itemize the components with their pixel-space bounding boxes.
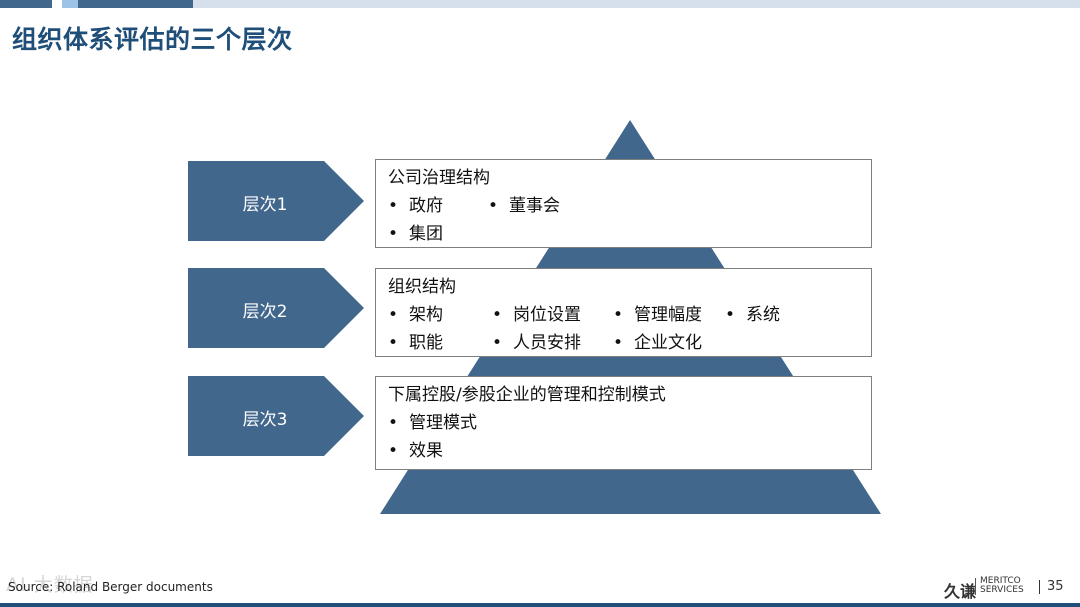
level-1-arrow — [188, 161, 364, 241]
logo-cn: 久谦 — [944, 582, 977, 601]
level-2-item: •人员安排 — [492, 333, 581, 353]
logo-en: MERITCO SERVICES — [980, 576, 1024, 595]
level-3-arrow — [188, 376, 364, 456]
level-2-heading: 组织结构 — [388, 277, 456, 297]
level-3-box: 下属控股/参股企业的管理和控制模式 •管理模式 •效果 — [375, 376, 872, 470]
level-3-row-2: •效果 — [388, 437, 859, 465]
level-2-item: •架构 — [388, 305, 443, 325]
level-2-box: 组织结构 •架构 •岗位设置 •管理幅度 •系统 •职能 •人员安排 •企业文化 — [375, 268, 872, 357]
level-2-item: •职能 — [388, 333, 443, 353]
level-3-label: 层次3 — [242, 410, 288, 430]
page-divider — [1039, 580, 1040, 594]
level-1-box: 公司治理结构 •政府 •董事会 •集团 — [375, 159, 872, 248]
level-1-heading: 公司治理结构 — [388, 168, 490, 188]
level-3-item: •管理模式 — [388, 413, 477, 433]
bottom-bar — [0, 603, 1080, 607]
level-1-row-1: •政府 •董事会 — [388, 192, 859, 220]
level-2-row-2: •职能 •人员安排 •企业文化 — [388, 329, 859, 357]
level-1-item: •董事会 — [488, 196, 560, 216]
level-2-item: •系统 — [725, 305, 780, 325]
logo-divider — [975, 578, 976, 595]
watermark: AI 大数据 — [6, 574, 94, 596]
level-3-heading: 下属控股/参股企业的管理和控制模式 — [388, 385, 666, 405]
level-2-label: 层次2 — [242, 302, 288, 322]
source-note: Source: Roland Berger documents — [8, 580, 213, 594]
level-3-item: •效果 — [388, 441, 443, 461]
level-2-arrow — [188, 268, 364, 348]
level-3-row-1: •管理模式 — [388, 409, 859, 437]
level-1-item: •政府 — [388, 196, 443, 216]
level-1-item: •集团 — [388, 224, 443, 244]
level-2-item: •企业文化 — [613, 333, 702, 353]
page-number: 35 — [1047, 579, 1064, 594]
top-decorative-bar — [0, 0, 1080, 8]
page-title: 组织体系评估的三个层次 — [12, 25, 293, 54]
level-1-label: 层次1 — [242, 195, 288, 215]
level-2-item: •管理幅度 — [613, 305, 702, 325]
level-2-item: •岗位设置 — [492, 305, 581, 325]
level-2-row-1: •架构 •岗位设置 •管理幅度 •系统 — [388, 301, 859, 329]
level-1-row-2: •集团 — [388, 220, 859, 248]
